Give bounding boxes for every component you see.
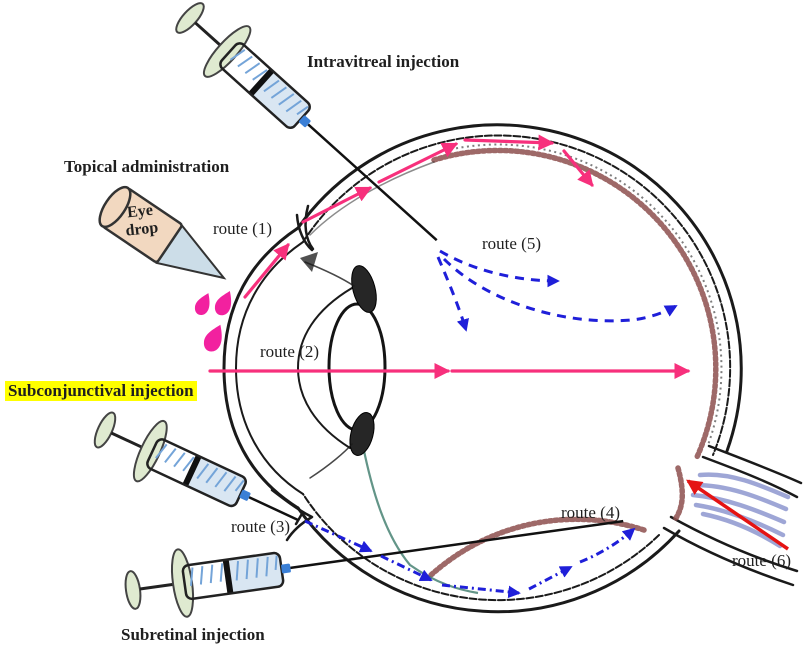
iris-top <box>351 265 377 313</box>
route-1-arrows <box>243 134 594 299</box>
route-6-arrow <box>686 479 789 551</box>
drop-1 <box>194 293 210 316</box>
plunger-thumb-disc <box>175 2 205 34</box>
drop-2 <box>214 290 232 316</box>
subconjunctival-needle <box>248 496 299 522</box>
barrel-fill <box>187 456 246 507</box>
retina-layer-bottom <box>428 516 647 578</box>
route-4-label: route (4) <box>561 503 621 522</box>
subretinal-needle <box>290 519 624 570</box>
subretinal-syringe <box>124 519 624 618</box>
zonule-bottom <box>309 443 353 479</box>
barrel-outline <box>219 42 311 130</box>
intravitreal-needle <box>307 123 438 242</box>
plunger-seal <box>182 454 202 487</box>
subconjunctival-injection-label: Subconjunctival injection <box>5 381 197 401</box>
ciliary-hatch-top <box>300 252 318 272</box>
subconjunctival-syringe <box>93 411 299 522</box>
barrel-ticks <box>189 555 278 586</box>
plunger-thumb-disc <box>93 411 117 449</box>
needle-hub <box>281 563 291 574</box>
optic-nerve-sheath <box>662 444 803 587</box>
iris-front-line <box>297 287 353 449</box>
plunger-seal <box>248 68 275 97</box>
eye-drop-bottle <box>98 185 227 280</box>
intravitreal-syringe <box>175 2 438 242</box>
dropper-cap <box>98 185 132 229</box>
route-2-label: route (2) <box>260 342 320 361</box>
subretinal-injection-label: Subretinal injection <box>121 625 265 644</box>
cornea-inner <box>235 241 304 495</box>
conjunctiva-fold-bottom <box>270 488 314 542</box>
eye-drop-text: Eye drop <box>112 200 169 241</box>
barrel-fill <box>252 71 311 129</box>
route-5-label: route (5) <box>482 234 542 253</box>
barrel-ticks <box>155 443 245 492</box>
barrel-fill <box>227 553 284 594</box>
ciliary-teal-line <box>361 445 479 595</box>
cornea-outer <box>222 226 300 510</box>
route-1-label: route (1) <box>213 219 273 238</box>
eye-drops <box>194 290 232 352</box>
plunger-thumb-disc <box>124 570 142 610</box>
sclera-outer-line <box>296 123 743 614</box>
route-5-arrows <box>436 249 678 332</box>
optic-nerve-vessels <box>690 472 791 549</box>
barrel-ticks <box>229 49 309 116</box>
choroid-speckle-line <box>439 143 723 446</box>
retina-layer <box>431 147 719 460</box>
topical-administration-label: Topical administration <box>64 157 230 176</box>
plunger-seal <box>222 559 234 594</box>
retina-at-nerve <box>673 465 685 521</box>
needle-hub <box>239 489 251 501</box>
sclera-inner-line <box>302 134 732 602</box>
intravitreal-injection-label: Intravitreal injection <box>307 52 460 71</box>
plunger-flange-disc <box>170 548 195 618</box>
route-3-label: route (3) <box>231 517 291 536</box>
lens <box>327 302 387 432</box>
optic-nerve <box>662 444 803 587</box>
plunger-rod <box>139 582 179 591</box>
iris-bottom <box>349 412 375 456</box>
conjunctiva-fold-top <box>295 204 315 252</box>
eye-globe <box>222 123 743 614</box>
needle-hub <box>299 115 311 128</box>
zonule-top <box>304 261 355 287</box>
route-6-label: route (6) <box>732 551 792 570</box>
route-3-4-arrows <box>304 519 636 599</box>
drop-3 <box>203 324 222 352</box>
